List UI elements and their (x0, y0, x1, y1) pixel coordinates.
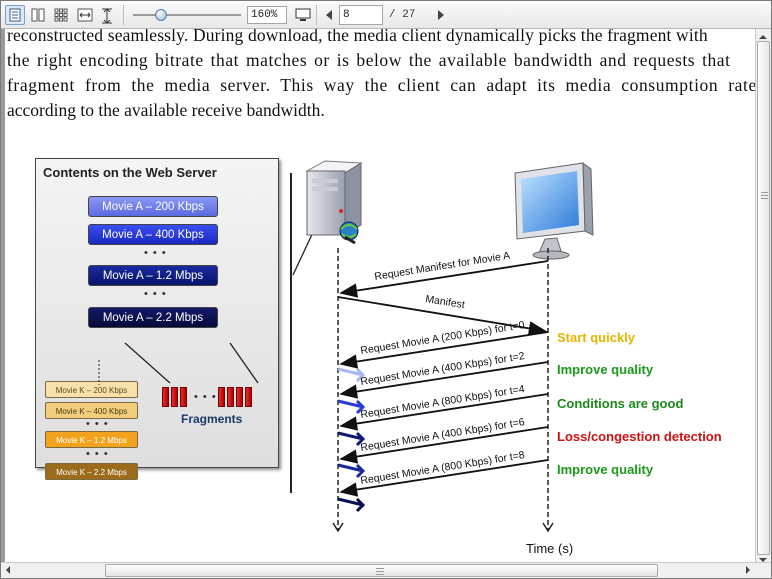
chevron-right-icon (746, 566, 750, 574)
fullscreen-icon (295, 8, 311, 21)
movie-k-200-kbps-box: Movie K – 200 Kbps (45, 381, 138, 398)
fragments-label: Fragments (181, 412, 243, 426)
fragment-block (236, 387, 243, 407)
prev-page-button[interactable] (319, 5, 339, 25)
vertical-scroll-thumb[interactable] (757, 41, 770, 555)
prev-page-icon (326, 10, 332, 20)
movie-a-2-2-mbps-box: Movie A – 2.2 Mbps (88, 307, 218, 328)
scroll-grip (761, 192, 768, 199)
body-text-line: reconstructed seamlessly. During downloa… (7, 29, 708, 45)
thumbnail-grid-button[interactable] (51, 5, 71, 25)
sequence-diagram: Request Manifest for Movie A Manifest Re… (98, 160, 722, 556)
fit-height-icon (102, 8, 112, 24)
annotation-improve-quality: Improve quality (557, 462, 654, 477)
scroll-grip (376, 568, 384, 575)
request-400kbps-t6-arrow (339, 426, 549, 464)
request-200kbps-arrow (339, 331, 549, 369)
movie-k-400-kbps-box: Movie K – 400 Kbps (45, 402, 138, 419)
horizontal-scrollbar[interactable] (1, 562, 771, 578)
panel-title: Contents on the Web Server (43, 165, 217, 180)
body-text-line: the right encoding bitrate that matches … (7, 50, 731, 70)
next-page-button[interactable] (431, 5, 451, 25)
fragment-block (227, 387, 234, 407)
zoom-slider-track[interactable] (133, 14, 241, 16)
fullscreen-button[interactable] (292, 5, 312, 25)
zoom-percent-field[interactable]: 160% (247, 6, 287, 24)
movie-a-1-2-mbps-box: Movie A – 1.2 Mbps (88, 265, 218, 286)
single-page-icon (9, 8, 21, 22)
fit-width-button[interactable] (74, 5, 94, 25)
annotation-improve-quality: Improve quality (557, 362, 654, 377)
fragment-callout-line (124, 342, 171, 384)
request-manifest-arrow (339, 260, 549, 298)
fragment-block (171, 387, 178, 407)
scroll-left-button[interactable] (1, 563, 15, 577)
ellipsis-dots: • • • (144, 247, 167, 259)
fragment-callout-line (229, 342, 259, 384)
fit-width-icon (77, 8, 93, 22)
fragment-block (218, 387, 225, 407)
chevron-down-icon (759, 558, 767, 562)
movie-k-1-2-mbps-box: Movie K – 1.2 Mbps (45, 431, 138, 448)
movie-k-2-2-mbps-box: Movie K – 2.2 Mbps (45, 463, 138, 480)
fragment-block (180, 387, 187, 407)
fit-height-button[interactable] (97, 5, 117, 25)
msg-label: Request Movie A (200 Kbps) for t=0 (360, 319, 526, 357)
toolbar-separator (123, 5, 124, 25)
server-lifeline-arrowhead (332, 522, 344, 533)
ellipsis-dots: • • • (86, 448, 109, 460)
web-server-contents-panel: Contents on the Web Server Movie A – 200… (35, 158, 279, 480)
msg-label: Manifest (425, 293, 466, 311)
thumbnail-grid-icon (54, 8, 68, 22)
fragment-block (245, 387, 252, 407)
scroll-up-button[interactable] (756, 29, 771, 41)
ellipsis-dots: • • • (144, 288, 167, 300)
two-page-view-button[interactable] (28, 5, 48, 25)
vertical-scrollbar[interactable] (755, 29, 771, 564)
chevron-left-icon (6, 566, 10, 574)
client-computer-icon (514, 161, 594, 260)
ellipsis-dots: • • • (86, 418, 109, 430)
ellipsis-dots: • • • (194, 391, 217, 403)
zoom-slider-thumb[interactable] (155, 9, 167, 21)
next-page-icon (438, 10, 444, 20)
document-page: reconstructed seamlessly. During downloa… (5, 29, 757, 564)
movie-a-200-kbps-box: Movie A – 200 Kbps (88, 196, 218, 217)
horizontal-scroll-thumb[interactable] (105, 564, 658, 577)
body-text-line: fragment from the media server. This way… (7, 75, 757, 95)
client-lifeline-arrowhead (542, 522, 554, 533)
movie-a-400-kbps-box: Movie A – 400 Kbps (88, 224, 218, 245)
web-server-icon (305, 160, 363, 245)
scroll-down-button[interactable] (756, 552, 771, 564)
annotation-conditions-good: Conditions are good (557, 396, 683, 411)
manifest-response-arrow (337, 296, 547, 336)
annotation-loss-detection: Loss/congestion detection (557, 429, 722, 444)
two-page-icon (31, 8, 45, 22)
request-800kbps-t8-arrow (339, 459, 549, 497)
toolbar-separator (316, 5, 317, 25)
request-800kbps-t4-arrow (339, 393, 549, 431)
annotation-start-quickly: Start quickly (557, 330, 636, 345)
chevron-up-icon (759, 35, 767, 39)
fragment-delivery-arrows (337, 367, 366, 513)
fragment-block (162, 387, 169, 407)
request-400kbps-t2-arrow (339, 361, 549, 399)
body-text-line: according to the available receive bandw… (7, 100, 325, 120)
page-total-label: / 27 (389, 9, 416, 21)
document-viewport[interactable]: reconstructed seamlessly. During downloa… (1, 29, 757, 564)
single-page-view-button[interactable] (5, 5, 25, 25)
adaptive-streaming-figure: Contents on the Web Server Movie A – 200… (5, 29, 757, 564)
page-number-input[interactable]: 8 (339, 5, 383, 25)
viewer-toolbar: 160% 8 / 27 (1, 1, 771, 29)
scroll-right-button[interactable] (741, 563, 755, 577)
time-axis-label: Time (s) (526, 541, 573, 556)
